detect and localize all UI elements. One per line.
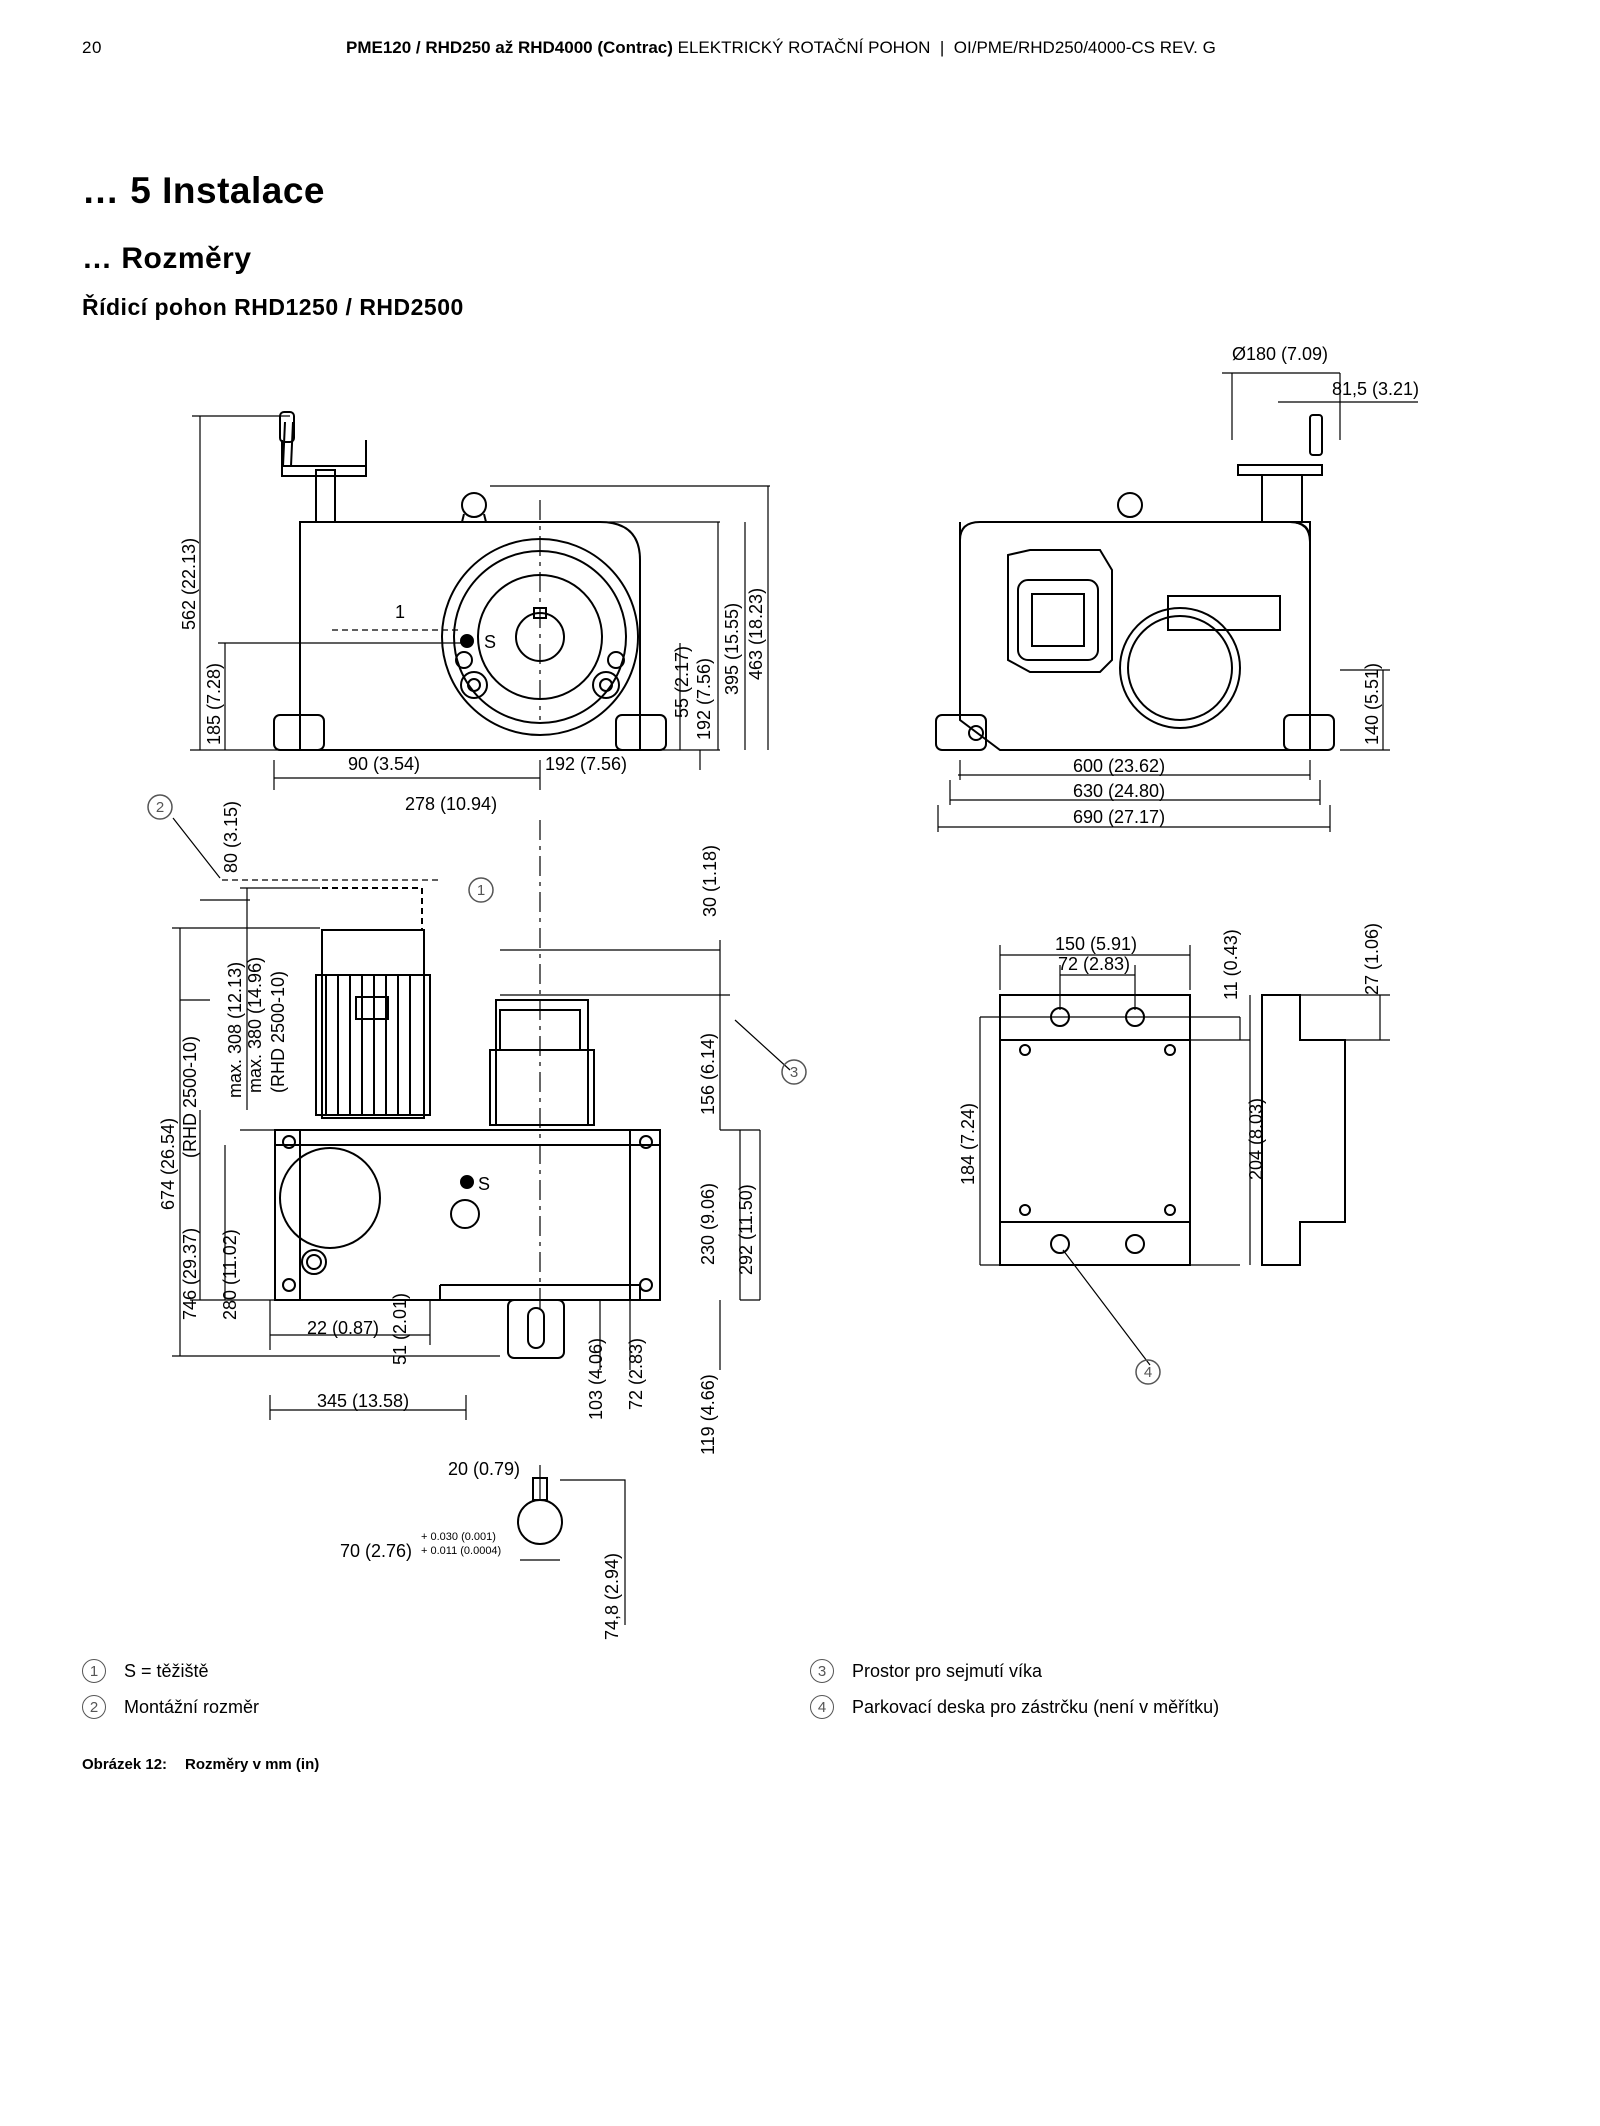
dim-d81: 81,5 (3.21) (1332, 379, 1419, 399)
dim-d150: 150 (5.91) (1055, 934, 1137, 954)
dim-d230: 230 (9.06) (698, 1183, 718, 1265)
legend-text-3: Prostor pro sejmutí víka (852, 1660, 1043, 1681)
legend-num-3: 3 (810, 1659, 834, 1683)
dim-d72h: 72 (2.83) (1058, 954, 1130, 974)
running-title-bold: PME120 / RHD250 až RHD4000 (Contrac) (346, 38, 673, 57)
dim-d103: 103 (4.06) (586, 1338, 606, 1420)
legend-text-1: S = těžiště (124, 1660, 209, 1681)
dim-d674: 674 (26.54) (158, 1118, 178, 1210)
dim-d630: 630 (24.80) (1073, 781, 1165, 801)
dim-d180: Ø180 (7.09) (1232, 344, 1328, 364)
dim-d72v: 72 (2.83) (626, 1338, 646, 1410)
callout-label-3: 3 (790, 1064, 798, 1081)
legend-item-3: 3 Prostor pro sejmutí víka (810, 1659, 1042, 1683)
section-title: … 5 Instalace (82, 170, 326, 211)
dim-d51: 51 (2.01) (390, 1293, 410, 1365)
dim-d463: 463 (18.23) (746, 588, 766, 680)
dim-d30: 30 (1.18) (700, 845, 720, 917)
dim-d345: 345 (13.58) (317, 1391, 409, 1411)
callout-1 (468, 877, 494, 903)
legend-num-4: 4 (810, 1695, 834, 1719)
dim-d185: 185 (7.28) (204, 663, 224, 745)
parking-plate (999, 994, 1346, 1266)
label-s-top: S (478, 1174, 490, 1194)
legend-num-2: 2 (82, 1695, 106, 1719)
dim-d380: max. 380 (14.96) (245, 957, 265, 1093)
dim-d562: 562 (22.13) (179, 538, 199, 630)
dim-d55: 55 (2.17) (672, 646, 692, 718)
callout-3 (781, 1059, 807, 1085)
legend-item-1: 1 S = těžiště (82, 1659, 209, 1683)
running-title: PME120 / RHD250 až RHD4000 (Contrac) ELE… (346, 38, 1216, 58)
dim-d748: 74,8 (2.94) (602, 1553, 622, 1640)
caption-label: Obrázek 12: (82, 1756, 168, 1773)
callout-label-4: 4 (1144, 1364, 1152, 1381)
dim-d90: 90 (3.54) (348, 754, 420, 774)
dim-d192h: 192 (7.56) (545, 754, 627, 774)
legend-num-1: 1 (82, 1659, 106, 1683)
dim-d80: 80 (3.15) (221, 801, 241, 873)
top-view (274, 887, 661, 1359)
dim-d70: 70 (2.76) (340, 1541, 412, 1561)
dim-d22: 22 (0.87) (307, 1318, 379, 1338)
label-s-front: S (484, 632, 496, 652)
dim-d746: 746 (29.37) (180, 1228, 200, 1320)
dim-d192v: 192 (7.56) (694, 658, 714, 740)
dim-d11: 11 (0.43) (1221, 929, 1241, 1000)
callout-label-1: 1 (477, 882, 485, 899)
dim-d395: 395 (15.55) (722, 603, 742, 695)
dim-tol2: + 0.011 (0.0004) (421, 1545, 501, 1557)
dim-d380b: (RHD 2500-10) (268, 971, 288, 1093)
caption-text: Rozměry v mm (in) (185, 1756, 320, 1773)
subsection-title: … Rozměry (82, 242, 252, 275)
dim-d292: 292 (11.50) (736, 1184, 756, 1275)
front-view (273, 411, 667, 751)
page-header: 20 PME120 / RHD250 až RHD4000 (Contrac) … (0, 38, 1600, 62)
dim-d20: 20 (0.79) (448, 1459, 520, 1479)
dim-d119: 119 (4.66) (698, 1374, 718, 1455)
legend-text-4: Parkovací deska pro zástrčku (není v měř… (852, 1696, 1220, 1717)
dim-d674b: (RHD 2500-10) (180, 1036, 200, 1158)
legend-text-2: Montážní rozměr (124, 1696, 260, 1717)
page-number: 20 (82, 38, 102, 57)
running-title-rest: ELEKTRICKÝ ROTAČNÍ POHON | OI/PME/RHD250… (672, 38, 1216, 57)
callout-4 (1135, 1359, 1161, 1385)
dim-d278: 278 (10.94) (405, 794, 497, 814)
callout-label-2: 2 (156, 799, 164, 816)
figure-heading: Řídicí pohon RHD1250 / RHD2500 (82, 294, 464, 320)
dim-d204: 204 (8.03) (1246, 1098, 1266, 1180)
dim-d690: 690 (27.17) (1073, 807, 1165, 827)
dim-d140: 140 (5.51) (1362, 663, 1382, 745)
callout-2 (147, 794, 173, 820)
dim-d280: 280 (11.02) (220, 1229, 240, 1320)
label-1: 1 (395, 602, 405, 622)
legend-item-4: 4 Parkovací deska pro zástrčku (není v m… (810, 1695, 1219, 1719)
dim-tol1: + 0.030 (0.001) (421, 1531, 496, 1543)
dim-d27: 27 (1.06) (1362, 923, 1382, 995)
figure-caption: Obrázek 12: Rozměry v mm (in) (82, 1756, 337, 1773)
legend-item-2: 2 Montážní rozměr (82, 1695, 259, 1719)
dim-d600: 600 (23.62) (1073, 756, 1165, 776)
dim-d156: 156 (6.14) (698, 1033, 718, 1115)
dim-d308: max. 308 (12.13) (225, 962, 245, 1098)
side-view (935, 414, 1335, 751)
dim-d184: 184 (7.24) (958, 1103, 978, 1185)
